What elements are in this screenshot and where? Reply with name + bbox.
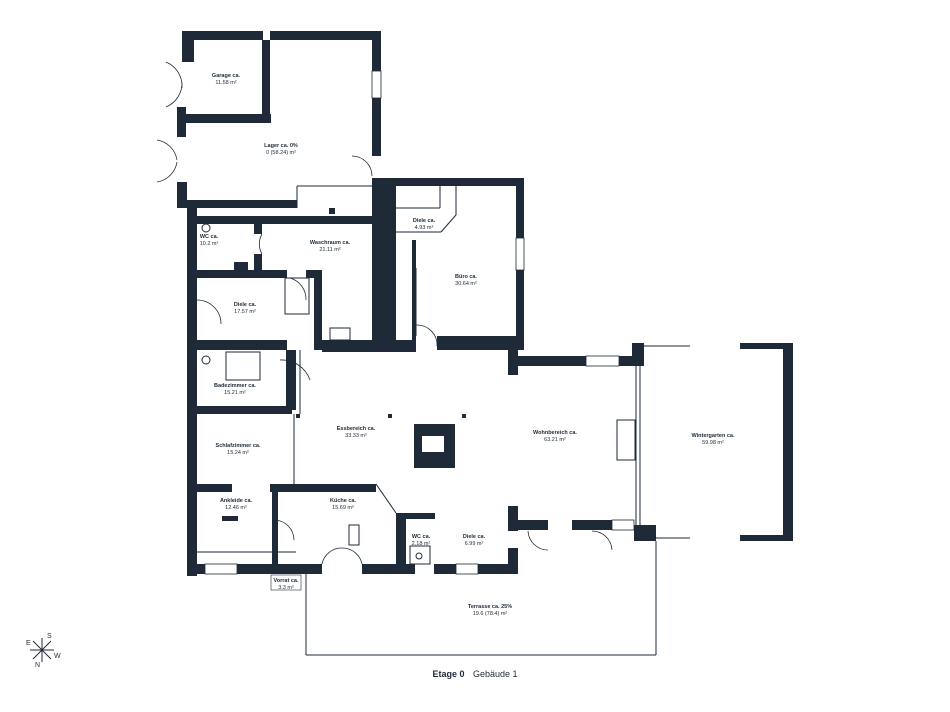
room-area-wc2: 2.18 m² bbox=[412, 541, 431, 547]
room-area-diele3: 6.99 m² bbox=[465, 541, 484, 547]
room-area-diele1: 4.93 m² bbox=[415, 225, 434, 231]
room-name-essen: Essbereich ca. bbox=[337, 426, 376, 432]
room-name-schlaf: Schlafzimmer ca. bbox=[216, 443, 261, 449]
room-area-kueche: 15.69 m² bbox=[332, 505, 354, 511]
room-area-garage: 11.58 m² bbox=[215, 80, 236, 86]
floor-name: Etage 0 bbox=[432, 669, 465, 679]
room-name-bad: Badezimmer ca. bbox=[214, 383, 256, 389]
room-area-wc1: 10.2 m² bbox=[200, 241, 219, 247]
room-labels: Garage ca.11.58 m² Lager ca. 0%0 (58.24) … bbox=[200, 73, 735, 617]
room-name-waschraum: Waschraum ca. bbox=[310, 240, 351, 246]
room-area-essen: 33.33 m² bbox=[345, 433, 367, 439]
room-name-diele1: Diele ca. bbox=[413, 218, 436, 224]
room-name-diele2: Diele ca. bbox=[234, 302, 257, 308]
room-area-waschraum: 21.11 m² bbox=[319, 247, 340, 253]
room-area-diele2: 17.57 m² bbox=[234, 309, 256, 315]
compass: N E S W bbox=[26, 633, 61, 669]
walls bbox=[177, 31, 793, 576]
room-area-schlaf: 15.24 m² bbox=[227, 450, 249, 456]
room-area-wohnen: 63.21 m² bbox=[544, 437, 566, 443]
room-name-diele3: Diele ca. bbox=[463, 534, 486, 540]
room-name-vorrat: Vorrat ca. bbox=[274, 578, 299, 584]
room-area-bad: 15.21 m² bbox=[224, 390, 246, 396]
room-name-garage: Garage ca. bbox=[212, 73, 241, 79]
room-area-ankleide: 12.46 m² bbox=[225, 505, 247, 511]
room-area-winter: 59.98 m² bbox=[702, 440, 724, 446]
compass-west: W bbox=[54, 653, 61, 660]
room-name-winter: Wintergarten ca. bbox=[691, 433, 735, 439]
compass-east: E bbox=[26, 640, 31, 647]
compass-south: S bbox=[47, 633, 52, 640]
room-name-wc1: WC ca. bbox=[200, 234, 219, 240]
room-name-lager: Lager ca. 0% bbox=[264, 143, 298, 149]
room-name-terrasse: Terrasse ca. 25% bbox=[468, 604, 512, 610]
thin-lines bbox=[156, 61, 690, 656]
room-name-kueche: Küche ca. bbox=[330, 498, 356, 504]
room-name-buero: Büro ca. bbox=[455, 274, 477, 280]
room-area-vorrat: 3.3 m² bbox=[278, 585, 294, 591]
room-name-wc2: WC ca. bbox=[412, 534, 431, 540]
room-name-wohnen: Wohnbereich ca. bbox=[533, 430, 577, 436]
room-area-lager: 0 (58.24) m² bbox=[266, 150, 296, 156]
room-area-terrasse: 19.6 (78.4) m² bbox=[473, 611, 508, 617]
floor-caption: Etage 0 Gebäude 1 bbox=[0, 669, 950, 679]
room-area-buero: 30.64 m² bbox=[455, 281, 477, 287]
vorrat-label-box bbox=[270, 574, 302, 591]
compass-north: N bbox=[35, 662, 40, 669]
room-name-ankleide: Ankleide ca. bbox=[220, 498, 253, 504]
building-name: Gebäude 1 bbox=[472, 669, 518, 679]
